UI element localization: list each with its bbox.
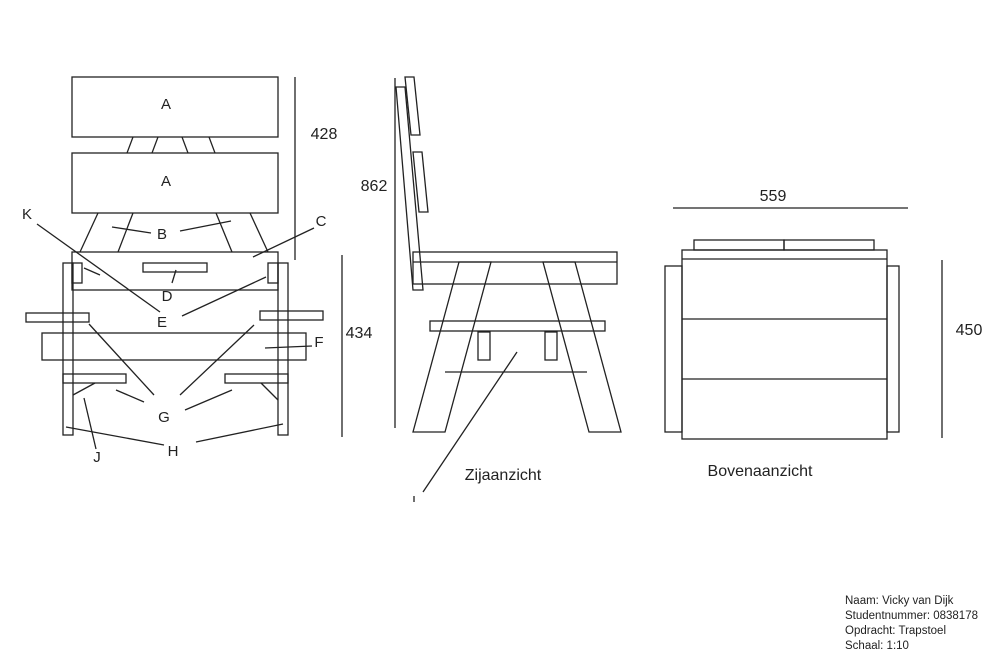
side-post-left bbox=[62, 262, 74, 436]
backrest-board-upper bbox=[71, 76, 279, 138]
part-label-k: K bbox=[22, 206, 32, 223]
step-upper-left bbox=[25, 312, 90, 323]
top-view-caption: Bovenaanzicht bbox=[708, 463, 814, 480]
side-post-right bbox=[277, 262, 289, 436]
part-label-b: B bbox=[157, 226, 167, 243]
step-upper-right bbox=[259, 310, 324, 321]
backrest-board-lower bbox=[71, 152, 279, 214]
part-label-f: F bbox=[314, 334, 323, 351]
part-label-g: G bbox=[158, 409, 170, 426]
top-view: 559 450 Bovenaanzicht bbox=[664, 188, 983, 480]
part-label-h: H bbox=[168, 443, 179, 460]
crossbar bbox=[41, 332, 307, 361]
crossbar-side bbox=[429, 320, 606, 332]
seat-side bbox=[412, 251, 618, 285]
leg-back bbox=[542, 261, 622, 433]
part-label-e: E bbox=[157, 314, 167, 331]
step-lower-right bbox=[224, 373, 289, 384]
dim-width-value: 559 bbox=[760, 188, 787, 205]
side-view-caption: Zijaanzicht bbox=[465, 467, 542, 484]
info-assignment: Opdracht: Trapstoel bbox=[845, 625, 946, 637]
side-view: 862 Zijaanzicht bbox=[361, 76, 622, 502]
dim-back-value: 428 bbox=[311, 126, 338, 143]
info-name: Naam: Vicky van Dijk bbox=[845, 595, 954, 607]
leg-front bbox=[412, 261, 492, 433]
part-label-a2: A bbox=[161, 173, 171, 190]
part-label-j: J bbox=[93, 449, 101, 466]
info-student-number: Studentnummer: 0838178 bbox=[845, 610, 978, 622]
backrest-side bbox=[395, 86, 424, 291]
dim-seat-value: 434 bbox=[346, 325, 373, 342]
part-label-a1: A bbox=[161, 96, 171, 113]
seat-slot bbox=[142, 262, 208, 273]
front-view: A A B C D E F G H J K 428 434 bbox=[22, 76, 373, 466]
dim-height-value: 862 bbox=[361, 178, 388, 195]
title-block: Naam: Vicky van Dijk Studentnummer: 0838… bbox=[845, 594, 978, 654]
top-outline bbox=[681, 249, 888, 440]
part-label-c: C bbox=[316, 213, 327, 230]
info-scale: Schaal: 1:10 bbox=[845, 640, 909, 652]
dim-depth-value: 450 bbox=[956, 322, 983, 339]
part-label-d: D bbox=[162, 288, 173, 305]
